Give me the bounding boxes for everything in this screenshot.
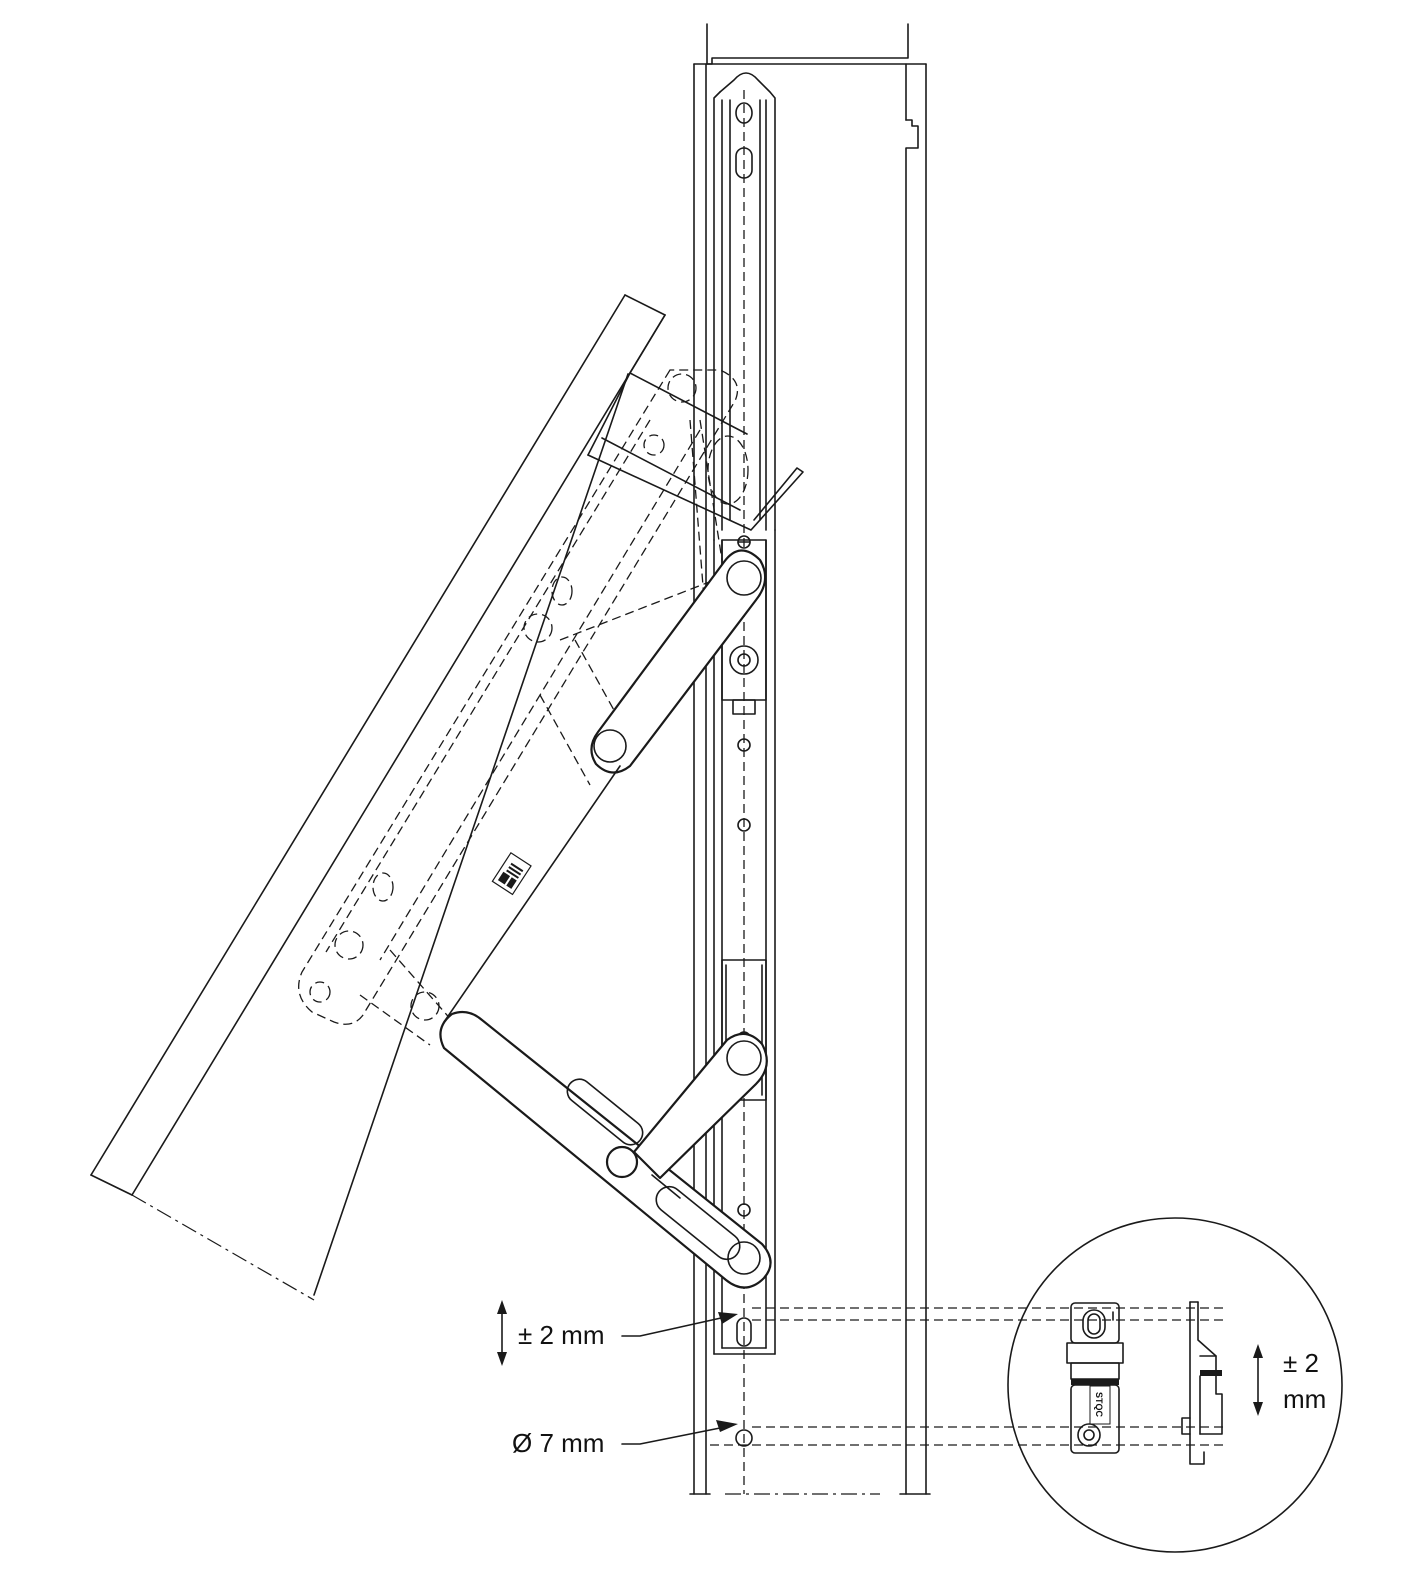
tolerance-dimension-main: ± 2 mm [497,1300,738,1366]
detail-view: STQC ± 2 mm [1007,1217,1343,1553]
hidden-sash-arm [298,369,749,1053]
detail-tolerance-value: ± 2 [1283,1348,1319,1378]
keeper-side-view [1181,1301,1223,1465]
brand-marking: STQC [1094,1392,1104,1418]
upper-support-arm [443,549,767,1023]
projection-lines [710,1307,1226,1446]
hole-diameter-dimension: Ø 7 mm [512,1420,738,1458]
lower-link-arm [632,1032,768,1180]
main-sash-arm [439,1010,772,1289]
sash-profile [90,294,804,1301]
keeper-front-view: STQC [1066,1302,1124,1454]
product-stamp-mark [491,851,532,896]
detail-tolerance-unit: mm [1283,1384,1326,1414]
tolerance-dimension-detail: ± 2 mm [1253,1344,1326,1416]
hole-diameter-label: Ø 7 mm [512,1428,604,1458]
tolerance-label: ± 2 mm [518,1320,605,1350]
